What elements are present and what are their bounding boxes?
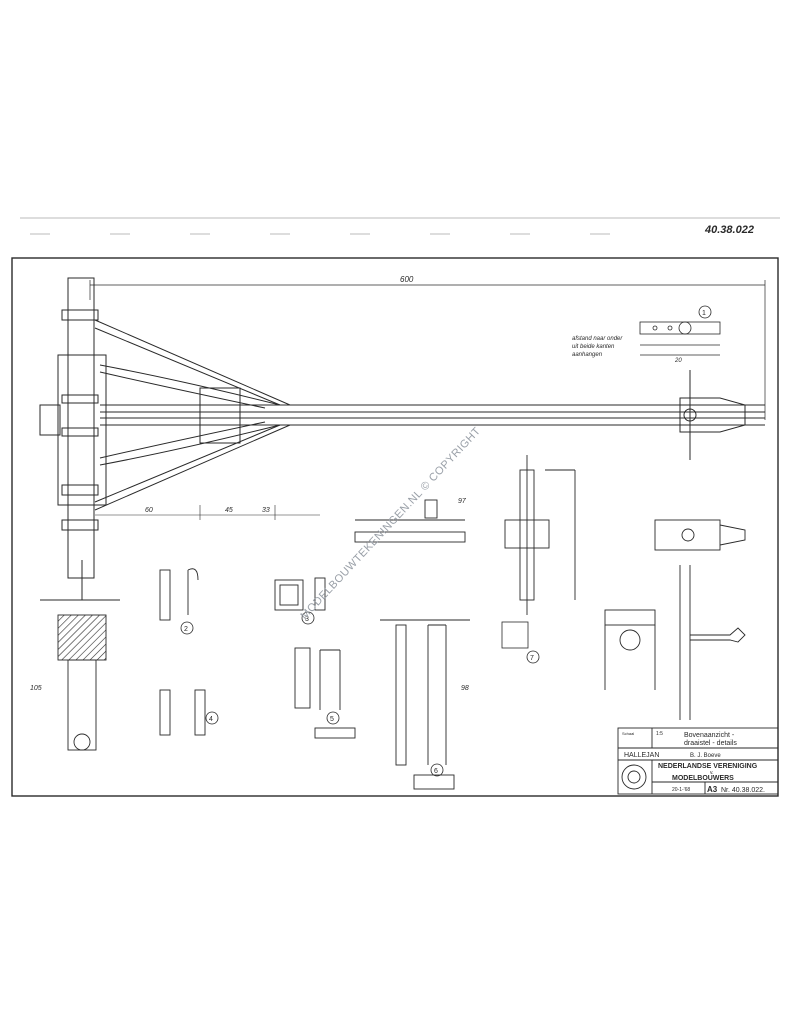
part-7-marker — [526, 650, 540, 664]
scale-label: Schaal — [622, 731, 634, 736]
note-line-1: afstand naar onder — [572, 336, 623, 342]
detail-hub — [504, 455, 576, 615]
dim-top-20: 20 — [674, 358, 682, 364]
detail-spindle — [354, 499, 466, 543]
dim-45: 45 — [225, 507, 233, 514]
note-line-3: aanhangen — [572, 352, 603, 358]
detail-clips — [159, 568, 356, 739]
part-7-label: 7 — [530, 655, 534, 662]
drawing-number: Nr. 40.38.022. — [721, 787, 765, 794]
org-line-3: MODELBOUWERS — [672, 775, 734, 782]
org-line-2: v. — [710, 770, 714, 776]
title-line-2: draaistel - details — [684, 740, 737, 747]
dim-33: 33 — [262, 507, 270, 514]
detail-fork-right — [604, 519, 746, 720]
detail-section-left — [40, 599, 120, 751]
sheet-code: 40.38.022 — [704, 224, 754, 236]
part-2-label: 2 — [184, 626, 188, 633]
part-7-shape — [501, 621, 529, 649]
main-lower-dimensions — [95, 505, 320, 520]
part-1-label: 1 — [702, 310, 706, 317]
part-4-label: 4 — [209, 716, 213, 723]
part-3-label: 3 — [305, 616, 309, 623]
part-2-marker — [180, 621, 194, 635]
dim-98: 98 — [461, 685, 469, 692]
format: A3 — [707, 785, 718, 794]
part-1-marker — [698, 305, 712, 319]
part-3-marker — [301, 611, 315, 625]
part-6-marker — [430, 763, 444, 777]
detail-1 — [639, 321, 721, 356]
dim-60: 60 — [145, 507, 153, 514]
drawn-by: B. J. Boeve — [690, 753, 721, 759]
detail-rods — [380, 619, 470, 790]
drawbar-assembly — [39, 277, 765, 600]
part-4-marker — [205, 711, 219, 725]
drawing-border — [11, 257, 779, 797]
title-line-1: Bovenaanzicht - — [684, 732, 735, 739]
part-5-label: 5 — [330, 716, 334, 723]
watermark: MODELBOUWTEKENINGEN.NL © COPYRIGHT — [298, 425, 483, 622]
part-5-marker — [326, 711, 340, 725]
title-block — [617, 727, 779, 795]
dim-105: 105 — [30, 685, 42, 692]
dim-97: 97 — [458, 498, 467, 505]
overall-dimension — [89, 280, 766, 420]
date: 20-1-'68 — [672, 787, 690, 793]
scan-header — [20, 217, 780, 235]
org-line-1: NEDERLANDSE VERENIGING — [658, 763, 758, 770]
part-6-label: 6 — [434, 768, 438, 775]
scale-value: 1:5 — [656, 731, 663, 737]
ship-name: HALLEJAN — [624, 752, 659, 759]
note-line-2: uit beide kanten — [572, 344, 615, 350]
overall-length-label: 600 — [400, 275, 414, 284]
